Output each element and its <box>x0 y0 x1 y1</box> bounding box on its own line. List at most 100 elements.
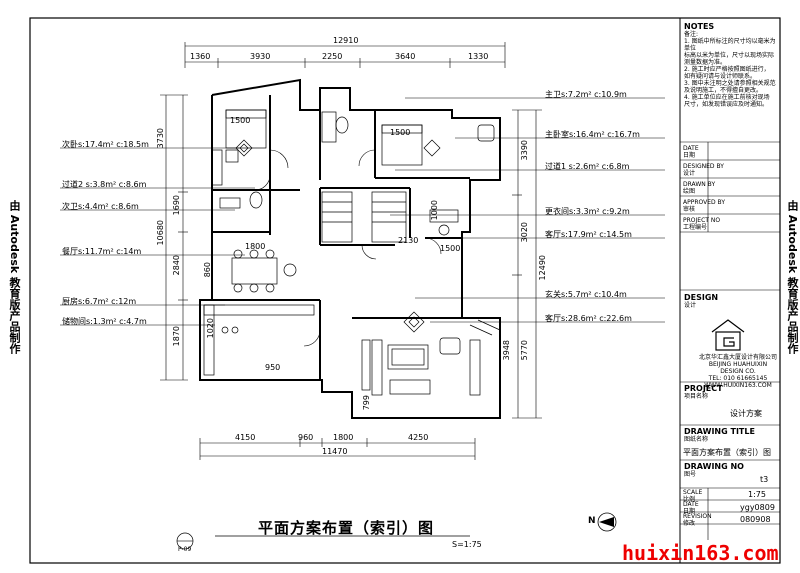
room-label-foyer: 玄关s:5.7m² c:10.4m <box>545 290 627 299</box>
company-info: 北京华汇鑫大厦设计有限公司 BEIJING HUAHUIXIN DESIGN C… <box>697 354 779 389</box>
room-label-hallway-1: 过道1 s:2.6m² c:6.8m <box>545 162 630 171</box>
dim-inner-11: 1500 <box>440 244 461 253</box>
room-label-kitchen: 厨房s:6.7m² c:12m <box>62 297 137 306</box>
dim-right-total: 12490 <box>538 255 547 281</box>
dim-right-2: 3020 <box>520 222 529 243</box>
notes-panel: NOTES 备注: 1. 图纸中所标注的尺寸均以毫米为单位 标高以米为单位，尺寸… <box>684 22 776 108</box>
company-web: WWW.HUIXIN163.COM <box>704 382 772 389</box>
dim-top-4: 3640 <box>395 52 416 61</box>
room-label-master-bedroom: 主卧室s:16.4m² c:16.7m <box>545 130 640 139</box>
room-label-dining: 餐厅s:11.7m² c:14m <box>62 247 142 256</box>
company-tel: TEL: 010 61665145 <box>708 375 768 382</box>
right-dimensions <box>512 109 542 419</box>
site-watermark: huixin163.com <box>622 541 779 565</box>
sheet-border <box>29 17 781 564</box>
notes-line: 1. 图纸中所标注的尺寸均以毫米为单位 <box>684 38 776 52</box>
notes-sub: 备注: <box>684 31 699 38</box>
notes-line: 3. 图中未注明之处请参照相关规范 <box>684 80 776 87</box>
drawing-no-value: t3 <box>760 475 769 484</box>
revision-value: 080908 <box>740 515 771 524</box>
notes-heading: NOTES <box>684 22 715 31</box>
room-label-hallway-2: 过道2 s:3.8m² c:8.6m <box>62 180 147 189</box>
dim-inner-7: 950 <box>265 363 281 372</box>
furniture <box>203 109 501 418</box>
drawing-no-heading: DRAWING NO <box>684 462 744 471</box>
room-label-secondary-bedroom: 次卧s:17.4m² c:18.5m <box>62 140 149 149</box>
dim-inner-6: 860 <box>203 262 212 278</box>
project-heading-block: PROJECT 项目名称 <box>684 384 723 400</box>
dining-table <box>231 257 278 285</box>
notes-line: 及说明施工，不得擅自更改。 <box>684 87 763 94</box>
dim-bottom-2: 960 <box>298 433 314 442</box>
drawing-title-value: 平面方案布置（索引）图 <box>683 448 771 457</box>
north-arrow-icon <box>597 512 617 532</box>
side-text-left: 由 Autodesk 教育版产品制作 <box>8 200 21 355</box>
project-sub: 项目名称 <box>684 393 709 400</box>
door-swings <box>254 149 442 347</box>
drawing-title-heading: DRAWING TITLE <box>684 427 755 436</box>
drawing-no-sub: 图号 <box>684 471 697 478</box>
dim-inner-8: 799 <box>362 395 371 411</box>
room-label-master-bath: 主卫s:7.2m² c:10.9m <box>545 90 627 99</box>
page-title: 平面方案布置（索引）图 <box>258 519 435 537</box>
room-label-study: 客厅s:17.9m² c:14.5m <box>545 230 632 239</box>
room-label-storage: 储物间s:1.3m² c:4.7m <box>62 317 147 326</box>
dim-top-3: 2250 <box>322 52 343 61</box>
room-label-closet: 更衣间s:3.3m² c:9.2m <box>545 207 630 216</box>
dim-left-1: 3730 <box>156 128 165 149</box>
notes-line: 测量数据为准。 <box>684 59 727 66</box>
dim-left-3: 2840 <box>172 255 181 276</box>
dim-bottom-4: 4250 <box>408 433 429 442</box>
drawing-no-block: DRAWING NO 图号 <box>684 462 744 478</box>
notes-line: 如有疑问请与设计师联系。 <box>684 73 757 80</box>
dim-inner-2: 1500 <box>230 116 251 125</box>
dim-right-1: 3390 <box>520 140 529 161</box>
room-label-secondary-bath: 次卫s:4.4m² c:8.6m <box>62 202 139 211</box>
dim-right-3: 5770 <box>520 340 529 361</box>
notes-line: 4. 施工单位应在施工前核对现场 <box>684 94 770 101</box>
walls <box>199 78 501 419</box>
label-leaders <box>60 97 665 326</box>
design-sub: 设计 <box>684 302 697 309</box>
company-name: 北京华汇鑫大厦设计有限公司 <box>698 354 777 361</box>
drawing-title-sub: 图纸名称 <box>684 436 709 443</box>
dim-bottom-total: 11470 <box>322 447 348 456</box>
dim-left-total: 10680 <box>156 220 165 246</box>
notes-line: 尺寸，如发现错误应及时通知。 <box>684 101 769 108</box>
notes-line: 2. 施工时应严格按照图纸进行， <box>684 66 770 73</box>
dim-inner-3: 1500 <box>390 128 411 137</box>
dim-top-total: 12910 <box>333 36 359 45</box>
company-en: BEIJING HUAHUIXIN DESIGN CO. <box>708 361 768 375</box>
index-mark-icon <box>176 532 194 550</box>
dim-top-1: 1360 <box>190 52 211 61</box>
dim-bottom-3: 1800 <box>333 433 354 442</box>
dim-left-2: 1690 <box>172 195 181 216</box>
project-value: 设计方案 <box>730 409 762 418</box>
date-value: ygy0809 <box>740 503 775 512</box>
scale-value: 1:75 <box>748 490 766 499</box>
dim-inner-4: 2130 <box>398 236 419 245</box>
design-heading: DESIGN <box>684 293 719 302</box>
top-dimensions <box>184 42 506 68</box>
notes-line: 标高以米为单位，尺寸以现场实际 <box>684 52 775 59</box>
room-label-living: 客厅s:28.6m² c:22.6m <box>545 314 632 323</box>
north-letter: N <box>588 516 596 526</box>
dim-inner-5: 1000 <box>430 200 439 221</box>
design-heading-block: DESIGN 设计 <box>684 293 718 309</box>
dim-top-2: 3930 <box>250 52 271 61</box>
index-mark-label: P-09 <box>178 546 192 553</box>
dim-bottom-1: 4150 <box>235 433 256 442</box>
page-scale: S=1:75 <box>452 540 482 549</box>
dim-left-4: 1870 <box>172 326 181 347</box>
coffee-table <box>387 344 429 370</box>
company-logo-icon <box>711 319 745 351</box>
left-dimensions <box>160 94 188 381</box>
